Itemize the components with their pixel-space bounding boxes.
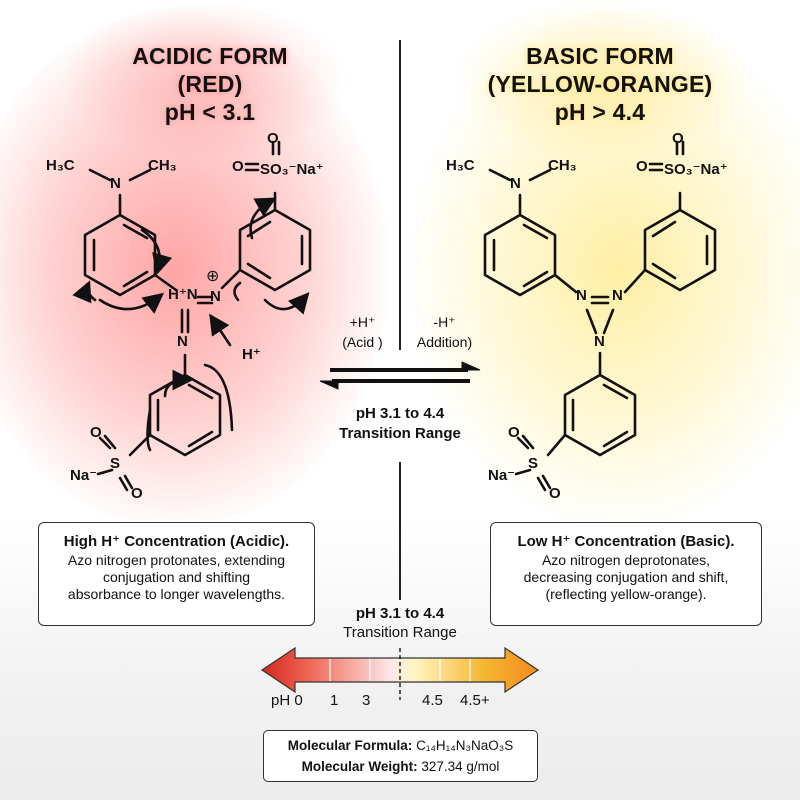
acidic-o-upper: O	[90, 424, 102, 441]
acidic-title: ACIDIC FORM	[132, 43, 288, 69]
acidic-box-line-2: conjugation and shifting	[102, 569, 251, 585]
acidic-amine-n: N	[110, 175, 121, 192]
acidic-sulfonate-o-top: O	[267, 130, 279, 147]
basic-sulfur: S	[528, 455, 539, 472]
acidic-ring-1	[83, 213, 157, 297]
equilibrium-arrows	[319, 361, 481, 390]
molecular-formula-row: Molecular Formula: C₁₄H₁₄N₃NaO₃S	[270, 735, 531, 756]
acidic-sulfonate: SO₃⁻Na⁺	[260, 161, 324, 178]
acidic-box-line-3: absorbance to longer wavelengths.	[67, 586, 286, 602]
acidic-methyl-right: CH₃	[148, 157, 177, 174]
basic-ring-1	[483, 213, 557, 297]
equilibrium-range-label: pH 3.1 to 4.4 Transition Range	[310, 404, 490, 444]
basic-sulfonate-o-left: O	[636, 158, 648, 175]
acidic-sulfur: S	[110, 455, 121, 472]
ph-tick-4-5-plus: 4.5+	[460, 692, 490, 709]
acidic-sodium: Na⁻	[70, 467, 98, 484]
acidic-box-title: High H⁺ Concentration (Acidic).	[63, 533, 290, 550]
equilibrium-range-value: pH 3.1 to 4.4	[355, 405, 445, 422]
ph-tick-3: 3	[362, 692, 371, 709]
basic-color-label: (YELLOW-ORANGE)	[487, 71, 713, 97]
ph-tick-4-5: 4.5	[422, 692, 443, 709]
basic-explanation-box: Low H⁺ Concentration (Basic). Azo nitrog…	[490, 522, 762, 626]
acidic-methyl-left: H₃C	[46, 157, 75, 174]
acidic-positive-charge: ⊕	[206, 268, 220, 285]
ph-tick-0: pH 0	[271, 692, 303, 709]
basic-ring-3	[563, 373, 637, 457]
ph-scale-range: pH 3.1 to 4.4	[355, 605, 445, 622]
molecular-weight-label: Molecular Weight:	[301, 759, 418, 774]
basic-title: BASIC FORM	[526, 43, 674, 69]
basic-methyl-left: H₃C	[446, 157, 475, 174]
acidic-explanation-box: High H⁺ Concentration (Acidic). Azo nitr…	[38, 522, 315, 626]
basic-azo-n-right: N	[612, 287, 623, 304]
acidic-box-line-1: Azo nitrogen protonates, extending	[67, 552, 286, 568]
equilibrium-range-text: Transition Range	[339, 425, 461, 442]
basic-amine-n: N	[510, 175, 521, 192]
equilibrium-right-label: -H⁺ Addition)	[402, 312, 487, 352]
acidic-o-lower: O	[131, 485, 143, 502]
acidic-sulfonate-o-left: O	[232, 158, 244, 175]
basic-box-line-2: decreasing conjugation and shift,	[523, 569, 729, 585]
basic-azo-n-left: N	[576, 287, 587, 304]
acidic-azo-n-lower: N	[177, 333, 188, 350]
basic-box-line-3: (reflecting yellow-orange).	[545, 586, 707, 602]
basic-o-upper: O	[508, 424, 520, 441]
ph-scale-label: Transition Range	[343, 624, 457, 641]
basic-azo-n-lower: N	[594, 333, 605, 350]
acidic-azo-nplus: N	[210, 288, 221, 305]
center-divider-bottom	[399, 462, 401, 600]
basic-sodium: Na⁻	[488, 467, 516, 484]
basic-ph-range: pH > 4.4	[554, 99, 646, 125]
molecular-formula-value: C₁₄H₁₄N₃NaO₃S	[416, 738, 514, 753]
acidic-proton: H⁺	[242, 346, 261, 363]
ph-tick-1: 1	[330, 692, 339, 709]
molecular-info-box: Molecular Formula: C₁₄H₁₄N₃NaO₃S Molecul…	[263, 730, 538, 782]
acidic-ring-3	[148, 373, 222, 457]
molecular-formula-label: Molecular Formula:	[287, 738, 413, 753]
ph-scale-arrow	[260, 646, 540, 700]
acidic-heading: ACIDIC FORM (RED) pH < 3.1	[70, 42, 350, 126]
basic-ring-2	[643, 208, 717, 292]
basic-box-title: Low H⁺ Concentration (Basic).	[517, 533, 735, 550]
base-proton-label: -H⁺	[433, 314, 456, 330]
center-divider-top	[399, 40, 401, 350]
basic-methyl-right: CH₃	[548, 157, 577, 174]
acid-proton-label: +H⁺	[349, 314, 376, 330]
ph-scale-title: pH 3.1 to 4.4 Transition Range	[300, 604, 500, 642]
equilibrium-left-label: +H⁺ (Acid )	[325, 312, 400, 352]
basic-heading: BASIC FORM (YELLOW-ORANGE) pH > 4.4	[445, 42, 755, 126]
acidic-color-label: (RED)	[177, 71, 243, 97]
acidic-azo-nh: H⁺N	[168, 286, 198, 303]
molecular-weight-row: Molecular Weight: 327.34 g/mol	[270, 756, 531, 777]
basic-sulfonate-o-top: O	[672, 130, 684, 147]
basic-sulfonate: SO₃⁻Na⁺	[664, 161, 728, 178]
molecular-weight-value: 327.34 g/mol	[421, 759, 500, 774]
acidic-ph-range: pH < 3.1	[164, 99, 256, 125]
addition-label: Addition)	[416, 334, 473, 350]
basic-box-line-1: Azo nitrogen deprotonates,	[541, 552, 711, 568]
basic-o-lower: O	[549, 485, 561, 502]
acid-label: (Acid )	[342, 334, 383, 350]
